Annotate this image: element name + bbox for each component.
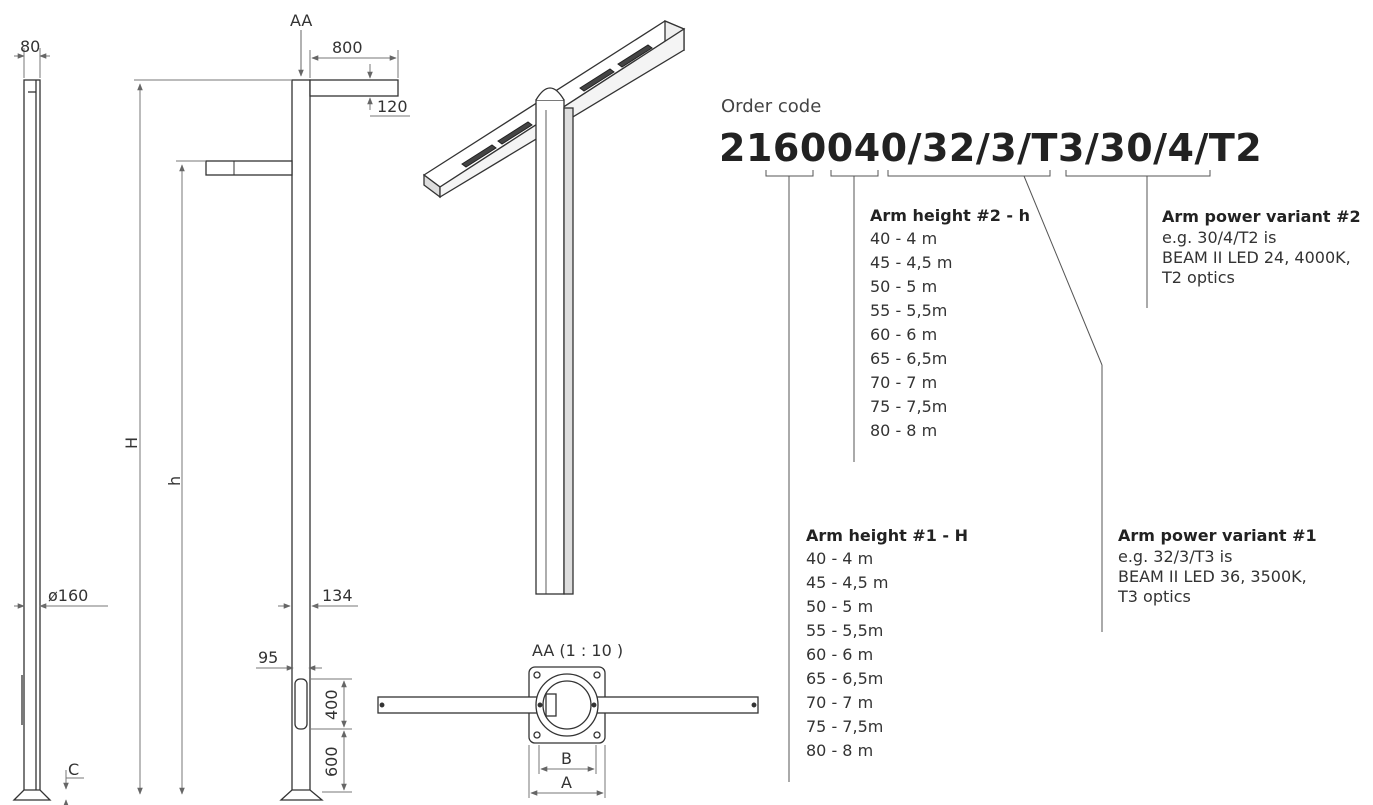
dimension-C: [63, 770, 84, 805]
dimension-120-label: 120: [377, 97, 408, 116]
order-code-label: Order code: [721, 96, 822, 117]
power-variant-2-line: BEAM II LED 24, 4000K,: [1162, 248, 1351, 267]
dimension-95-label: 95: [258, 648, 278, 667]
arm-height-2-title: Arm height #2 - h: [870, 206, 1031, 225]
order-code: 2160040/32/3/T3/30/4/T2: [719, 126, 1263, 170]
dimension-80-label: 80: [20, 37, 40, 56]
list-item: 55 - 5,5m: [870, 301, 948, 320]
dimension-134-label: 134: [322, 586, 353, 605]
dimension-120: [367, 64, 410, 117]
power-variant-1-line: e.g. 32/3/T3 is: [1118, 547, 1233, 566]
list-item: 70 - 7 m: [806, 693, 874, 712]
dimension-800: [309, 50, 399, 78]
power-variant-1-title: Arm power variant #1: [1118, 526, 1317, 545]
section-AA-view: [377, 666, 759, 744]
pole-front-view: [205, 79, 399, 801]
list-item: 40 - 4 m: [870, 229, 938, 248]
arm-height-1-block: Arm height #1 - H 40 - 4 m 45 - 4,5 m 50…: [806, 526, 968, 763]
dimension-C-label: C: [68, 760, 79, 779]
list-item: 55 - 5,5m: [806, 621, 884, 640]
order-code-leaders: [788, 175, 1148, 782]
list-item: 70 - 7 m: [870, 373, 938, 392]
dimension-h-label: h: [165, 476, 184, 486]
order-code-brackets: [765, 170, 1211, 177]
dimension-H-label: H: [122, 437, 141, 449]
power-variant-1-line: BEAM II LED 36, 3500K,: [1118, 567, 1307, 586]
power-variant-2-block: Arm power variant #2 e.g. 30/4/T2 is BEA…: [1162, 207, 1361, 288]
arm-height-2-list: 40 - 4 m 45 - 4,5 m 50 - 5 m 55 - 5,5m 6…: [870, 227, 1030, 443]
list-item: 80 - 8 m: [870, 421, 938, 440]
list-item: 45 - 4,5 m: [870, 253, 953, 272]
dimension-400: [310, 678, 352, 793]
arm-height-2-block: Arm height #2 - h 40 - 4 m 45 - 4,5 m 50…: [870, 206, 1030, 443]
section-marker-AA: AA: [290, 11, 312, 30]
dimension-B: [538, 745, 597, 774]
dimension-800-label: 800: [332, 38, 363, 57]
power-variant-2-line: T2 optics: [1162, 268, 1235, 287]
power-variant-2-line: e.g. 30/4/T2 is: [1162, 228, 1277, 247]
arm-height-1-list: 40 - 4 m 45 - 4,5 m 50 - 5 m 55 - 5,5m 6…: [806, 547, 968, 763]
dimension-A: [528, 745, 606, 798]
power-variant-1-block: Arm power variant #1 e.g. 32/3/T3 is BEA…: [1118, 526, 1317, 607]
list-item: 65 - 6,5m: [870, 349, 948, 368]
dimension-400-label: 400: [322, 689, 341, 720]
dimension-600-label: 600: [322, 746, 341, 777]
section-AA-title: AA (1 : 10 ): [532, 641, 623, 660]
pole-3d-view: [422, 20, 686, 595]
dimension-80: [14, 48, 50, 78]
dimension-B-label: B: [561, 749, 572, 768]
dimension-dia160-label: ø160: [48, 586, 88, 605]
list-item: 60 - 6 m: [870, 325, 938, 344]
list-item: 60 - 6 m: [806, 645, 874, 664]
list-item: 40 - 4 m: [806, 549, 874, 568]
list-item: 75 - 7,5m: [806, 717, 884, 736]
dimension-h: [176, 160, 206, 795]
list-item: 50 - 5 m: [870, 277, 938, 296]
list-item: 45 - 4,5 m: [806, 573, 889, 592]
list-item: 50 - 5 m: [806, 597, 874, 616]
dimension-A-label: A: [561, 773, 572, 792]
power-variant-2-title: Arm power variant #2: [1162, 207, 1361, 226]
list-item: 65 - 6,5m: [806, 669, 884, 688]
list-item: 80 - 8 m: [806, 741, 874, 760]
arm-height-1-title: Arm height #1 - H: [806, 526, 969, 545]
dimension-H: [134, 79, 292, 795]
pole-side-view: [12, 79, 52, 801]
power-variant-1-line: T3 optics: [1118, 587, 1191, 606]
list-item: 75 - 7,5m: [870, 397, 948, 416]
